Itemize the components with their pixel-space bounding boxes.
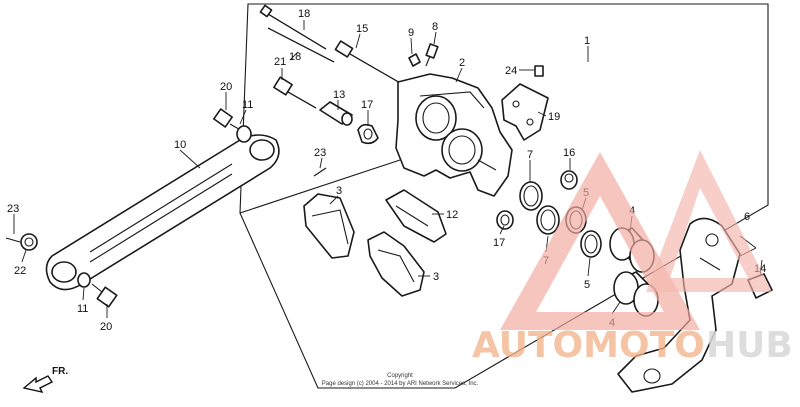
front-label: FR. — [52, 366, 68, 377]
watermark-text-hub: HUB — [706, 325, 793, 366]
part-21-bolt — [273, 76, 317, 109]
callout-9: 9 — [408, 27, 414, 39]
callout-16: 16 — [563, 147, 575, 159]
callout-11-upper: 11 — [242, 99, 253, 111]
callout-8: 8 — [432, 21, 438, 33]
callout-24: 24 — [505, 65, 517, 77]
part-24-screw — [534, 65, 544, 77]
callout-20-upper: 20 — [220, 81, 232, 93]
callout-17-upper: 17 — [361, 99, 373, 111]
part-18-bolt — [259, 4, 327, 50]
part-8-bleeder — [425, 43, 439, 67]
callout-18-upper: 18 — [298, 8, 310, 20]
callout-11-lower: 11 — [77, 303, 88, 315]
part-5-seal-lower — [580, 230, 602, 258]
part-7-seal-upper — [519, 181, 543, 211]
watermark: AUTOMOTO HUB — [472, 150, 793, 366]
callout-2: 2 — [459, 57, 465, 69]
callout-23-left: 23 — [7, 203, 19, 215]
part-16-cap — [560, 170, 578, 190]
part-11-collar-lower — [77, 272, 91, 288]
part-10-torque-rod — [45, 134, 280, 291]
part-23-pin-center — [313, 167, 327, 177]
callout-5-lower: 5 — [584, 279, 590, 291]
copyright-line-2: Page design (c) 2004 - 2014 by ARI Netwo… — [322, 381, 479, 387]
callout-3-lower: 3 — [433, 271, 439, 283]
copyright-line-1: Copyright — [387, 373, 413, 379]
callout-17-lower: 17 — [493, 237, 505, 249]
callout-18-lower: 18 — [289, 51, 301, 63]
frame-divider — [239, 159, 401, 214]
callout-12: 12 — [446, 209, 458, 221]
callout-10: 10 — [174, 139, 186, 151]
part-18-bolt-second — [267, 27, 335, 63]
part-13-sleeve — [319, 101, 353, 126]
callout-7-upper: 7 — [527, 149, 533, 161]
part-7-seal-lower — [536, 205, 560, 235]
part-17-boot-lower — [496, 210, 514, 230]
callout-22: 22 — [14, 265, 26, 277]
part-2-caliper-body — [395, 73, 513, 197]
callout-20-lower: 20 — [100, 321, 112, 333]
part-23-pin-left — [5, 237, 21, 243]
part-12-pad-spring — [385, 189, 447, 243]
part-17-boot-top — [357, 123, 379, 145]
watermark-text-automoto: AUTOMOTO — [472, 325, 705, 366]
callout-23-center: 23 — [314, 147, 326, 159]
front-arrow-icon — [22, 375, 54, 394]
part-20-bolt-upper — [213, 108, 245, 133]
copyright-block: Copyright Page design (c) 2004 - 2014 by… — [322, 373, 479, 387]
part-3-pad-upper — [303, 193, 355, 259]
callout-13: 13 — [333, 89, 345, 101]
part-3-pad-lower — [367, 231, 425, 297]
part-19-plate — [501, 83, 549, 141]
part-20-bolt-lower — [91, 283, 118, 308]
callout-15: 15 — [356, 23, 368, 35]
callout-1: 1 — [584, 35, 590, 47]
callout-19: 19 — [548, 111, 560, 123]
watermark-triangle-icon-right — [646, 150, 772, 292]
part-11-collar-upper — [236, 125, 252, 143]
callout-3-upper: 3 — [336, 185, 342, 197]
callout-6: 6 — [744, 211, 750, 223]
callout-21: 21 — [274, 56, 286, 68]
part-22-nut — [20, 233, 38, 251]
part-15-pin — [334, 40, 403, 85]
front-direction-indicator: FR. — [22, 366, 68, 394]
part-9-cap — [408, 53, 421, 67]
